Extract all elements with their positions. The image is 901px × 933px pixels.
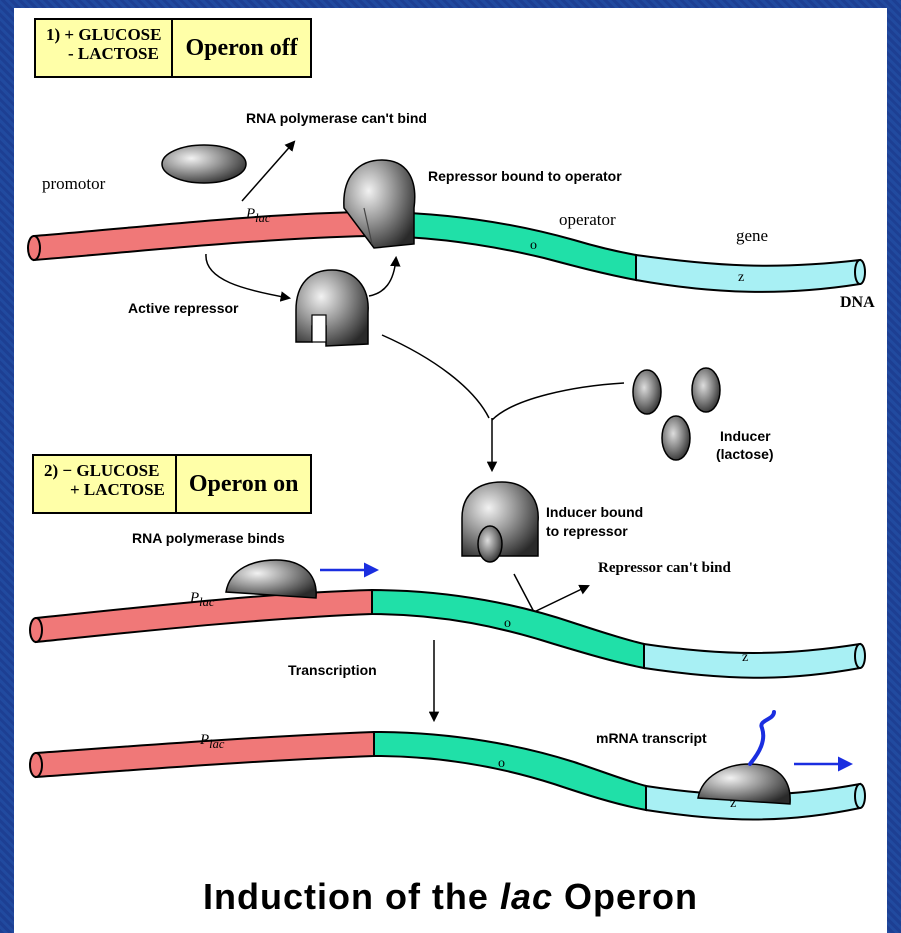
- label-o-2: o: [504, 616, 511, 632]
- label-z-2: z: [742, 650, 748, 666]
- condition-box-1: 1) + GLUCOSE - LACTOSE Operon off: [34, 18, 312, 78]
- rna-polymerase-1: [162, 145, 246, 183]
- label-z-3: z: [730, 796, 736, 812]
- label-promotor: promotor: [42, 174, 105, 194]
- mrna-strand: [750, 712, 774, 764]
- label-plac-2: Plac: [190, 590, 214, 610]
- condition-2-text: 2) − GLUCOSE + LACTOSE: [34, 456, 177, 512]
- status-operon-off: Operon off: [173, 20, 309, 76]
- label-inducer: Inducer: [720, 428, 771, 444]
- label-o-1: o: [530, 238, 537, 254]
- label-o-3: o: [498, 756, 505, 772]
- label-lactose: (lactose): [716, 446, 774, 462]
- condition-2-line-1: 2) − GLUCOSE: [44, 461, 165, 480]
- label-dna: DNA: [840, 294, 875, 312]
- label-plac-3: Plac: [200, 732, 224, 752]
- condition-1-line-1: 1) + GLUCOSE: [46, 25, 161, 44]
- label-to-repressor: to repressor: [546, 523, 628, 539]
- label-z-1: z: [738, 270, 744, 286]
- label-repressor-cant-bind: Repressor can't bind: [598, 560, 731, 577]
- dna-strand-2: [30, 590, 865, 678]
- label-operator: operator: [559, 210, 616, 230]
- label-repressor-bound: Repressor bound to operator: [428, 168, 622, 184]
- active-repressor-shape: [296, 270, 368, 346]
- status-operon-on: Operon on: [177, 456, 311, 512]
- gene-region-1: [636, 255, 860, 292]
- diagram-panel: 1) + GLUCOSE - LACTOSE Operon off 2) − G…: [14, 8, 887, 933]
- label-inducer-bound: Inducer bound: [546, 504, 643, 520]
- label-plac-1: Plac: [246, 206, 270, 226]
- diagram-caption: Induction of the lac Operon: [14, 876, 887, 918]
- inducer-molecules: [633, 368, 720, 460]
- gene-region-2: [644, 644, 860, 678]
- label-rna-polymerase-binds: RNA polymerase binds: [132, 530, 285, 546]
- condition-2-line-2: + LACTOSE: [44, 480, 165, 499]
- condition-box-2: 2) − GLUCOSE + LACTOSE Operon on: [32, 454, 312, 514]
- label-mrna-transcript: mRNA transcript: [596, 730, 707, 746]
- condition-1-text: 1) + GLUCOSE - LACTOSE: [36, 20, 173, 76]
- label-transcription: Transcription: [288, 662, 377, 678]
- label-active-repressor: Active repressor: [128, 300, 239, 316]
- label-rna-polymerase-cant-bind: RNA polymerase can't bind: [246, 110, 427, 126]
- promoter-region-1: [34, 212, 369, 260]
- rna-polymerase-bound: [226, 560, 316, 598]
- inducer-bound-repressor-shape: [462, 482, 538, 562]
- rna-polymerase-transcribing: [698, 764, 790, 804]
- condition-1-line-2: - LACTOSE: [46, 44, 161, 63]
- label-gene: gene: [736, 226, 768, 246]
